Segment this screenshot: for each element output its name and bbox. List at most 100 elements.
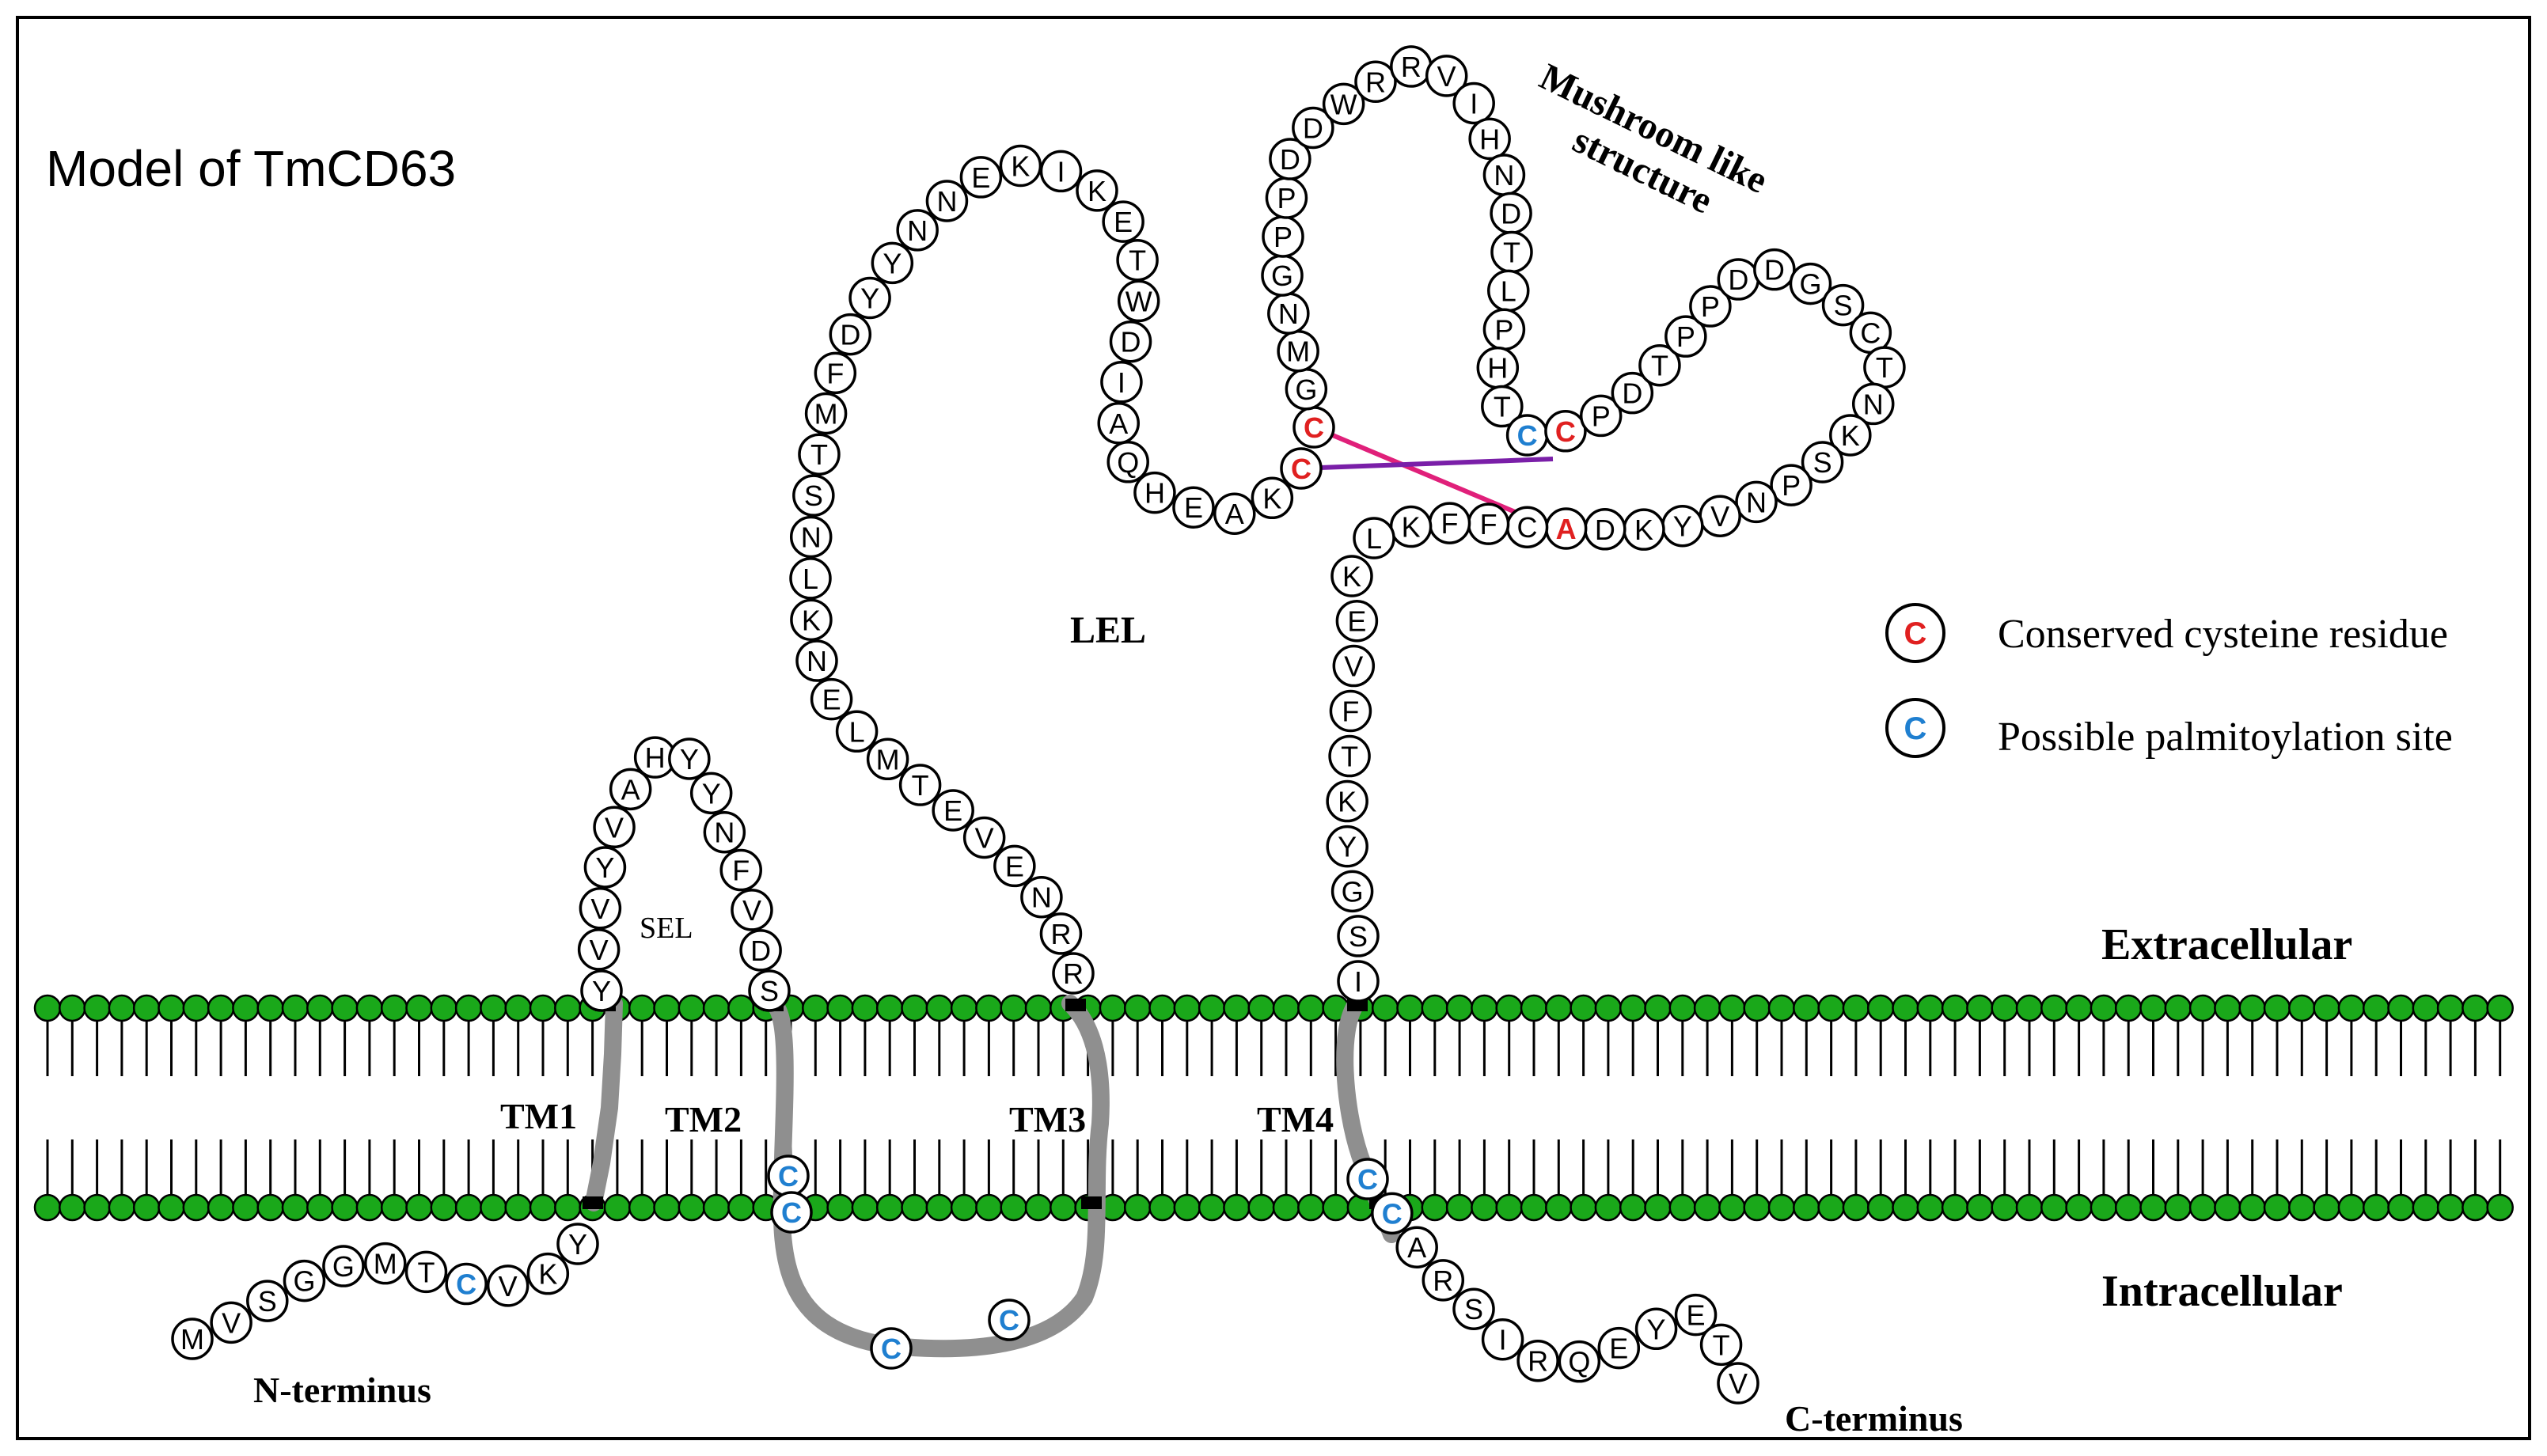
lipid-head xyxy=(925,1193,954,1222)
residue-circle xyxy=(583,846,627,889)
residue-sel-8: Y xyxy=(668,737,711,780)
lipid-head xyxy=(901,1193,928,1222)
residue-circle xyxy=(364,1242,407,1285)
residue-letter: K xyxy=(1088,175,1106,207)
lipid-head xyxy=(628,994,656,1022)
residue-lel-mushroom-45: A xyxy=(1544,507,1588,550)
residue-sel-13: D xyxy=(739,929,782,972)
lipid-head xyxy=(1866,1193,1895,1222)
residue-lel-right-4: F xyxy=(1329,689,1372,733)
residue-letter: M xyxy=(180,1323,204,1356)
residue-letter: Y xyxy=(702,777,721,810)
residue-letter: N xyxy=(907,214,928,247)
lipid-head xyxy=(1793,1193,1820,1222)
lipid-head xyxy=(454,994,483,1022)
residue-letter: T xyxy=(1713,1329,1730,1361)
lipid-head xyxy=(108,994,136,1022)
residue-circle xyxy=(1330,555,1373,597)
residue-circle xyxy=(731,889,773,931)
lipid-head xyxy=(331,1193,359,1222)
residue-circle xyxy=(770,1191,813,1234)
residue-lel-left-5: V xyxy=(962,816,1006,859)
residue-letter: K xyxy=(1342,560,1361,593)
residue-lel-left-4: E xyxy=(993,844,1036,888)
residue-lel-left-11: N xyxy=(795,639,838,682)
residue-circle xyxy=(792,474,835,517)
lipid-head xyxy=(1916,1193,1945,1222)
residue-lel-mushroom-19: L xyxy=(1487,269,1530,313)
residue-n-tail-6: M xyxy=(364,1242,407,1285)
lipid-head xyxy=(2139,1193,2167,1222)
lipid-head xyxy=(2462,1193,2489,1222)
residue-lel-left-7: T xyxy=(898,764,942,806)
residue-letter: S xyxy=(1349,920,1368,953)
residue-letter: F xyxy=(1441,507,1459,540)
residue-circle xyxy=(322,1245,365,1287)
residue-circle xyxy=(1102,200,1144,243)
residue-letter: C xyxy=(1357,1163,1378,1196)
lipid-head xyxy=(182,1193,211,1222)
lipid-head xyxy=(355,1193,384,1222)
residue-lel-right-6: K xyxy=(1326,779,1368,823)
lipid-head xyxy=(1495,994,1523,1022)
residue-c-tail-3: A xyxy=(1395,1226,1438,1268)
residue-lel-mushroom-22: T xyxy=(1481,385,1524,428)
lipid-head xyxy=(306,1193,334,1222)
lipid-head xyxy=(2065,1193,2093,1222)
lipid-head xyxy=(2462,994,2489,1022)
residue-circle xyxy=(593,806,636,849)
residue-c-tail-4: R xyxy=(1422,1259,1465,1302)
lipid-head xyxy=(1421,994,1449,1022)
residue-letter: V xyxy=(1710,500,1729,533)
tm4-label: TM4 xyxy=(1257,1099,1334,1139)
residue-lel-left-34: Q xyxy=(1106,441,1149,483)
residue-circle xyxy=(1100,361,1143,404)
residue-lel-mushroom-11: R xyxy=(1354,60,1397,104)
lipid-head xyxy=(1123,1193,1152,1222)
residue-circle xyxy=(577,928,621,971)
residue-lel-mushroom-27: T xyxy=(1638,343,1681,387)
residue-lel-left-15: S xyxy=(792,474,835,517)
lipid-head xyxy=(1223,1193,1251,1222)
lipid-head xyxy=(306,994,334,1022)
lipid-head xyxy=(281,994,309,1022)
residue-circle xyxy=(1052,952,1095,995)
residue-letter: A xyxy=(1556,513,1577,545)
residue-letter: V xyxy=(1344,650,1363,683)
disulfide-bond-1 xyxy=(1312,425,1545,526)
residue-letter: C xyxy=(1517,511,1538,544)
residue-lel-left-21: Y xyxy=(871,241,914,285)
lipid-head xyxy=(1024,1193,1053,1222)
lipid-head xyxy=(132,994,161,1022)
lipid-head xyxy=(826,994,854,1022)
residue-letter: T xyxy=(1651,350,1668,382)
lipid-head xyxy=(380,1193,408,1222)
residue-lel-mushroom-25: P xyxy=(1579,394,1623,438)
residue-circle xyxy=(1337,960,1380,1003)
lipid-head xyxy=(653,1193,681,1222)
residue-letter: M xyxy=(1286,336,1310,368)
sel-label: SEL xyxy=(640,912,693,945)
lipid-head xyxy=(1991,994,2018,1022)
residue-circle xyxy=(870,1327,913,1370)
residue-lel-left-14: N xyxy=(789,515,833,559)
lipid-head xyxy=(83,994,111,1022)
legend-conserved-label: Conserved cysteine residue xyxy=(1998,612,2448,657)
lipid-head xyxy=(1247,994,1275,1022)
residue-letter: R xyxy=(1050,918,1071,950)
lipid-head xyxy=(1198,1193,1226,1222)
lipid-head xyxy=(851,994,879,1022)
residue-n-tail-1: M xyxy=(171,1318,214,1360)
residue-circle xyxy=(1322,82,1365,126)
lipid-head xyxy=(59,994,86,1022)
residue-letter: V xyxy=(499,1270,518,1302)
residue-intracellular-loop-4: C xyxy=(988,1299,1031,1341)
residue-circle xyxy=(171,1318,214,1360)
lipid-head xyxy=(1520,1193,1548,1222)
residue-lel-mushroom-2: G xyxy=(1285,368,1328,411)
residue-letter: K xyxy=(538,1258,557,1291)
residue-lel-left-37: A xyxy=(1213,492,1256,535)
lipid-head xyxy=(1817,1193,1845,1222)
residue-circle xyxy=(486,1265,530,1307)
